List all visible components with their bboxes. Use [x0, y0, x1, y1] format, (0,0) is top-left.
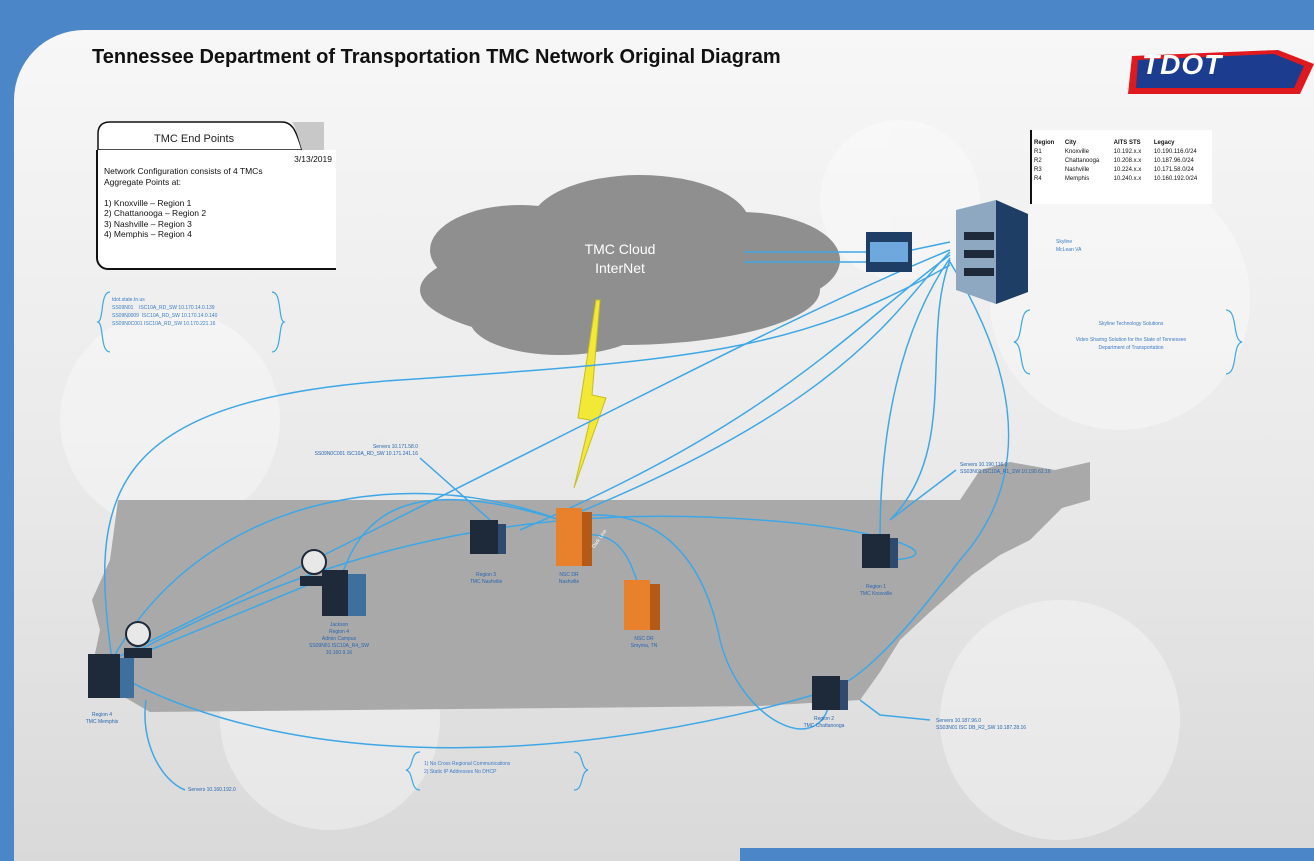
cloud-label: TMC Cloud InterNet	[560, 240, 680, 278]
table-row: R4 Memphis 10.240.x.x 10.160.192.0/24	[1032, 174, 1212, 183]
table-cell: R1	[1034, 148, 1042, 155]
bottom-accent-bar	[740, 848, 1314, 861]
satellite-dish-memphis	[124, 621, 152, 658]
skyline-site-note: Skyline McLean VA	[1056, 239, 1082, 253]
node-label-nsc-smyrna: NSC DR Smyrna, TN	[630, 636, 658, 649]
table-header-cell: AITS STS	[1113, 139, 1141, 146]
tmc-endpoints-panel: TMC End Points 3/13/2019 Network Configu…	[96, 120, 336, 270]
server-jackson	[322, 570, 366, 616]
server-nsc-nashville	[556, 508, 592, 566]
server-region1	[862, 534, 898, 568]
cloud-shape	[420, 175, 840, 355]
node-label-region1: Region 1 TMC Knoxville	[859, 584, 893, 597]
table-header-cell: Region	[1034, 139, 1055, 146]
node-label-region3: Region 3 TMC Nashville	[469, 572, 503, 585]
node-label-nsc-nashville: NSC DR Nashville	[558, 572, 580, 585]
server-region3	[470, 520, 506, 554]
endpoints-body: 3/13/2019 Network Configuration consists…	[96, 150, 336, 270]
servers-region3-note: Servers 10.171.58.0 SS09N0C001 ISC10A_RD…	[314, 444, 418, 457]
cloud-label-line1: TMC Cloud	[584, 241, 656, 257]
endpoints-tab-shape	[97, 121, 324, 150]
skyline-description-note: Skyline Technology Solutions Video Shari…	[1075, 321, 1187, 351]
tennessee-state-map	[92, 462, 1090, 712]
servers-region4-note: Servers 10.160.192.0	[188, 787, 236, 793]
background-bubbles	[60, 120, 1250, 840]
table-cell: 10.160.192.0/24	[1153, 175, 1198, 182]
logo-text: TDOT	[1142, 49, 1223, 80]
servers-region2-note: Servers 10.187.96.0 SS03N01 ISC DB_R2_SW…	[936, 718, 1027, 731]
table-cell: 10.240.x.x	[1113, 175, 1142, 182]
endpoints-date: 3/13/2019	[294, 154, 332, 164]
server-region4	[88, 654, 134, 698]
node-label-region4: Region 4 TMC Memphis	[85, 712, 119, 725]
table-cell: R3	[1034, 166, 1042, 173]
table-row: R2 Chattanooga 10.208.x.x 10.187.96.0/24	[1032, 156, 1212, 165]
table-cell: Nashville	[1064, 166, 1090, 173]
table-cell: Chattanooga	[1064, 157, 1100, 164]
table-cell: 10.208.x.x	[1113, 157, 1142, 164]
table-cell: Memphis	[1064, 175, 1090, 182]
table-row: R3 Nashville 10.224.x.x 10.171.58.0/24	[1032, 165, 1212, 174]
satellite-dish-jackson	[300, 549, 328, 586]
skyline-building-icon	[956, 200, 1028, 304]
video-device-icon	[866, 232, 912, 272]
cloud-label-line2: InterNet	[595, 260, 645, 276]
server-region2	[812, 676, 848, 710]
table-cell: Knoxville	[1064, 148, 1089, 155]
tdot-logo: TDOT	[1128, 46, 1314, 96]
tdot-ip-note: tdot.state.tn.us SS09N01 ISC10A_RD_SW 10…	[112, 297, 218, 327]
region-ip-table: Region City AITS STS Legacy R1 Knoxville…	[1030, 130, 1212, 204]
table-cell: 10.171.58.0/24	[1153, 166, 1194, 173]
table-row: R1 Knoxville 10.192.x.x 10.190.116.0/24	[1032, 147, 1212, 156]
table-cell: 10.187.96.0/24	[1153, 157, 1194, 164]
note-brackets	[96, 291, 1243, 791]
node-label-jackson: Jackson Region 4 Admin Campus SS09N01 IS…	[308, 622, 370, 656]
table-cell: R2	[1034, 157, 1042, 164]
table-header-cell: City	[1064, 139, 1077, 146]
endpoints-text: Network Configuration consists of 4 TMCs…	[104, 166, 263, 239]
endpoints-tab-title: TMC End Points	[154, 133, 235, 145]
servers-region1-note: Servers 10.190.116.0 SS03N01 ISC10A_R1_S…	[960, 462, 1051, 475]
table-cell: 10.192.x.x	[1113, 148, 1142, 155]
bottom-rules-note: 1) No Cross Regional Communications 2) S…	[424, 761, 511, 775]
table-cell: 10.224.x.x	[1113, 166, 1142, 173]
diagram-title: Tennessee Department of Transportation T…	[92, 46, 781, 68]
server-nsc-smyrna	[624, 580, 660, 630]
lightning-link	[573, 299, 607, 489]
region-table-header: Region City AITS STS Legacy	[1032, 138, 1212, 147]
table-header-cell: Legacy	[1153, 139, 1175, 146]
table-cell: 10.190.116.0/24	[1153, 148, 1197, 155]
node-label-region2: Region 2 TMC Chattanooga	[803, 716, 845, 729]
table-cell: R4	[1034, 175, 1042, 182]
